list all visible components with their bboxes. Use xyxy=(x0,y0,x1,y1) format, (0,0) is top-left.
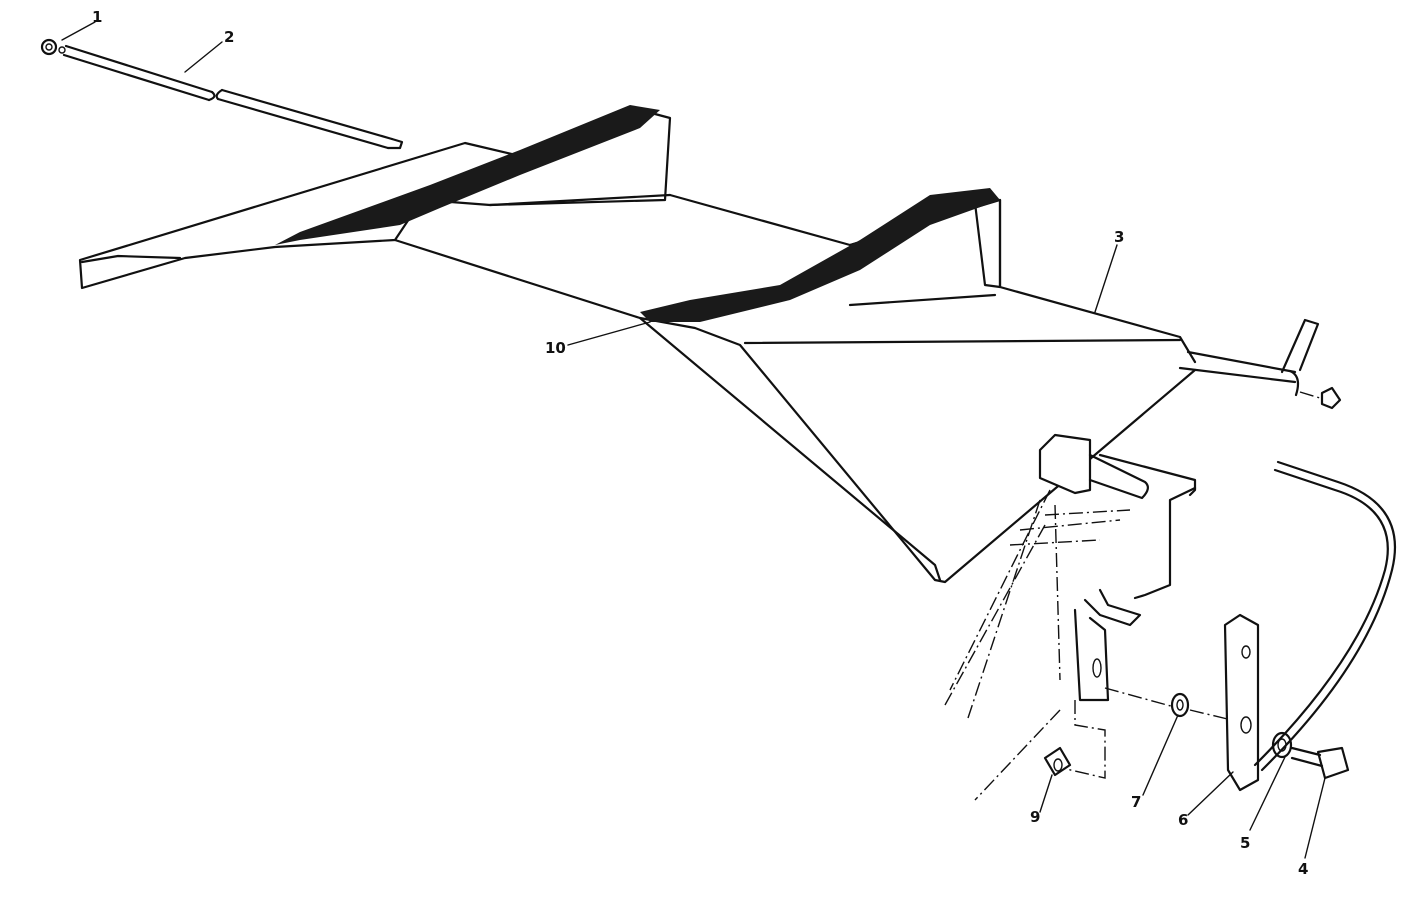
callout-1: 1 xyxy=(92,8,102,26)
callouts: 1 2 3 4 5 6 7 9 10 xyxy=(92,8,1308,878)
callout-3: 3 xyxy=(1114,228,1124,246)
part-6-bracket-plate xyxy=(1223,460,1397,792)
mount-block xyxy=(1038,433,1197,500)
callout-7: 7 xyxy=(1131,793,1141,811)
grit-pad-left xyxy=(275,105,660,245)
part-9-nut xyxy=(1043,746,1072,777)
callout-4: 4 xyxy=(1298,860,1308,878)
grit-pad-right xyxy=(640,188,1000,322)
end-cap xyxy=(1299,386,1342,410)
leader-lines xyxy=(61,21,1326,859)
callout-6: 6 xyxy=(1178,811,1188,829)
frame-bracket xyxy=(944,486,1241,801)
part-2-rod xyxy=(62,44,404,150)
part-7-washer xyxy=(1170,692,1190,718)
part-3-deflector-body xyxy=(78,108,1320,584)
callout-5: 5 xyxy=(1240,834,1250,852)
callout-2: 2 xyxy=(224,28,234,46)
callout-10: 10 xyxy=(545,339,566,357)
part-4-bolt xyxy=(1290,746,1350,780)
part-1-cap-nut xyxy=(40,38,66,56)
callout-9: 9 xyxy=(1030,808,1040,826)
